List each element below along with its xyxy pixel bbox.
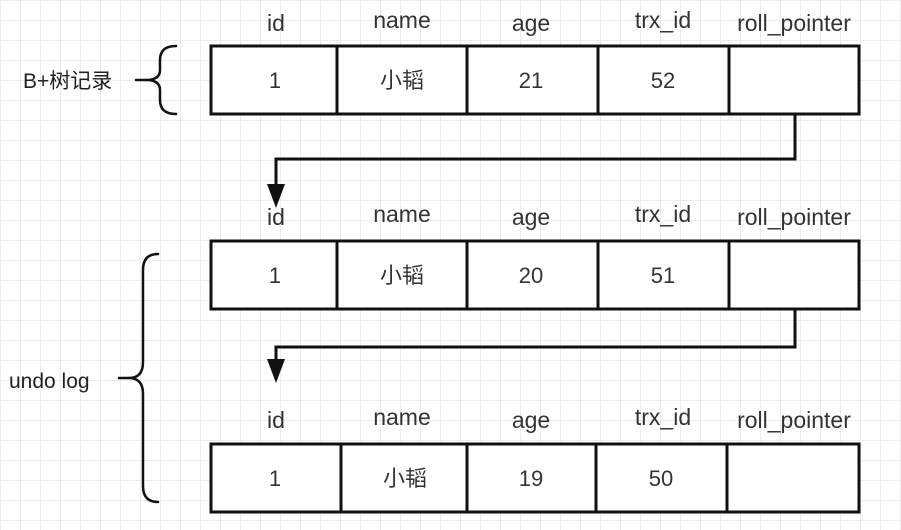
btree-brace: B+树记录 (23, 44, 178, 116)
curly-brace-icon (127, 252, 160, 504)
roll-pointer-arrow-1 (267, 114, 797, 208)
col-header-age: age (512, 407, 550, 433)
cell-box-id (209, 239, 339, 311)
cell-trx-id: 52 (651, 68, 675, 93)
cell-id: 1 (269, 263, 281, 288)
cell-box-age (465, 239, 600, 311)
cell-box-trx-id (596, 239, 731, 311)
cell-box-roll-pointer (727, 44, 861, 116)
col-header-age: age (512, 10, 550, 36)
undo-log-brace: undo log (9, 252, 160, 504)
col-header-trx-id: trx_id (635, 7, 691, 33)
cell-box-roll-pointer (725, 442, 861, 514)
undo-log-label: undo log (9, 370, 90, 393)
col-header-id: id (267, 204, 285, 230)
cell-name: 小韬 (380, 263, 424, 288)
cell-box-id (209, 44, 339, 116)
cell-box-id (209, 442, 343, 514)
col-header-roll-pointer: roll_pointer (737, 407, 851, 433)
curly-brace-icon (144, 44, 178, 116)
cell-age: 21 (519, 68, 543, 93)
record-btree: id name age trx_id roll_pointer 1 小韬 21 … (209, 7, 861, 116)
cell-age: 19 (519, 466, 543, 491)
btree-record-label: B+树记录 (23, 70, 112, 93)
cell-age: 20 (519, 263, 543, 288)
arrow-head-icon (267, 184, 285, 208)
col-header-name: name (373, 404, 431, 430)
cell-box-name (335, 239, 469, 311)
cell-id: 1 (269, 466, 281, 491)
cell-id: 1 (269, 68, 281, 93)
col-header-roll-pointer: roll_pointer (737, 10, 851, 36)
col-header-roll-pointer: roll_pointer (737, 204, 851, 230)
col-header-id: id (267, 10, 285, 36)
cell-name: 小韬 (383, 466, 427, 491)
cell-box-name (339, 442, 469, 514)
cell-box-roll-pointer (727, 239, 861, 311)
roll-pointer-arrow-2 (267, 309, 797, 383)
col-header-age: age (512, 204, 550, 230)
record-undo-2: id name age trx_id roll_pointer 1 小韬 19 … (209, 404, 861, 514)
col-header-trx-id: trx_id (635, 201, 691, 227)
cell-box-trx-id (594, 442, 729, 514)
cell-name: 小韬 (380, 68, 424, 93)
cell-trx-id: 50 (649, 466, 673, 491)
col-header-name: name (373, 7, 431, 33)
cell-box-age (465, 44, 600, 116)
col-header-id: id (267, 407, 285, 433)
cell-box-name (335, 44, 469, 116)
record-undo-1: id name age trx_id roll_pointer 1 小韬 20 … (209, 201, 861, 311)
cell-trx-id: 51 (651, 263, 675, 288)
col-header-name: name (373, 201, 431, 227)
arrow-head-icon (267, 359, 285, 383)
cell-box-age (465, 442, 598, 514)
col-header-trx-id: trx_id (635, 404, 691, 430)
